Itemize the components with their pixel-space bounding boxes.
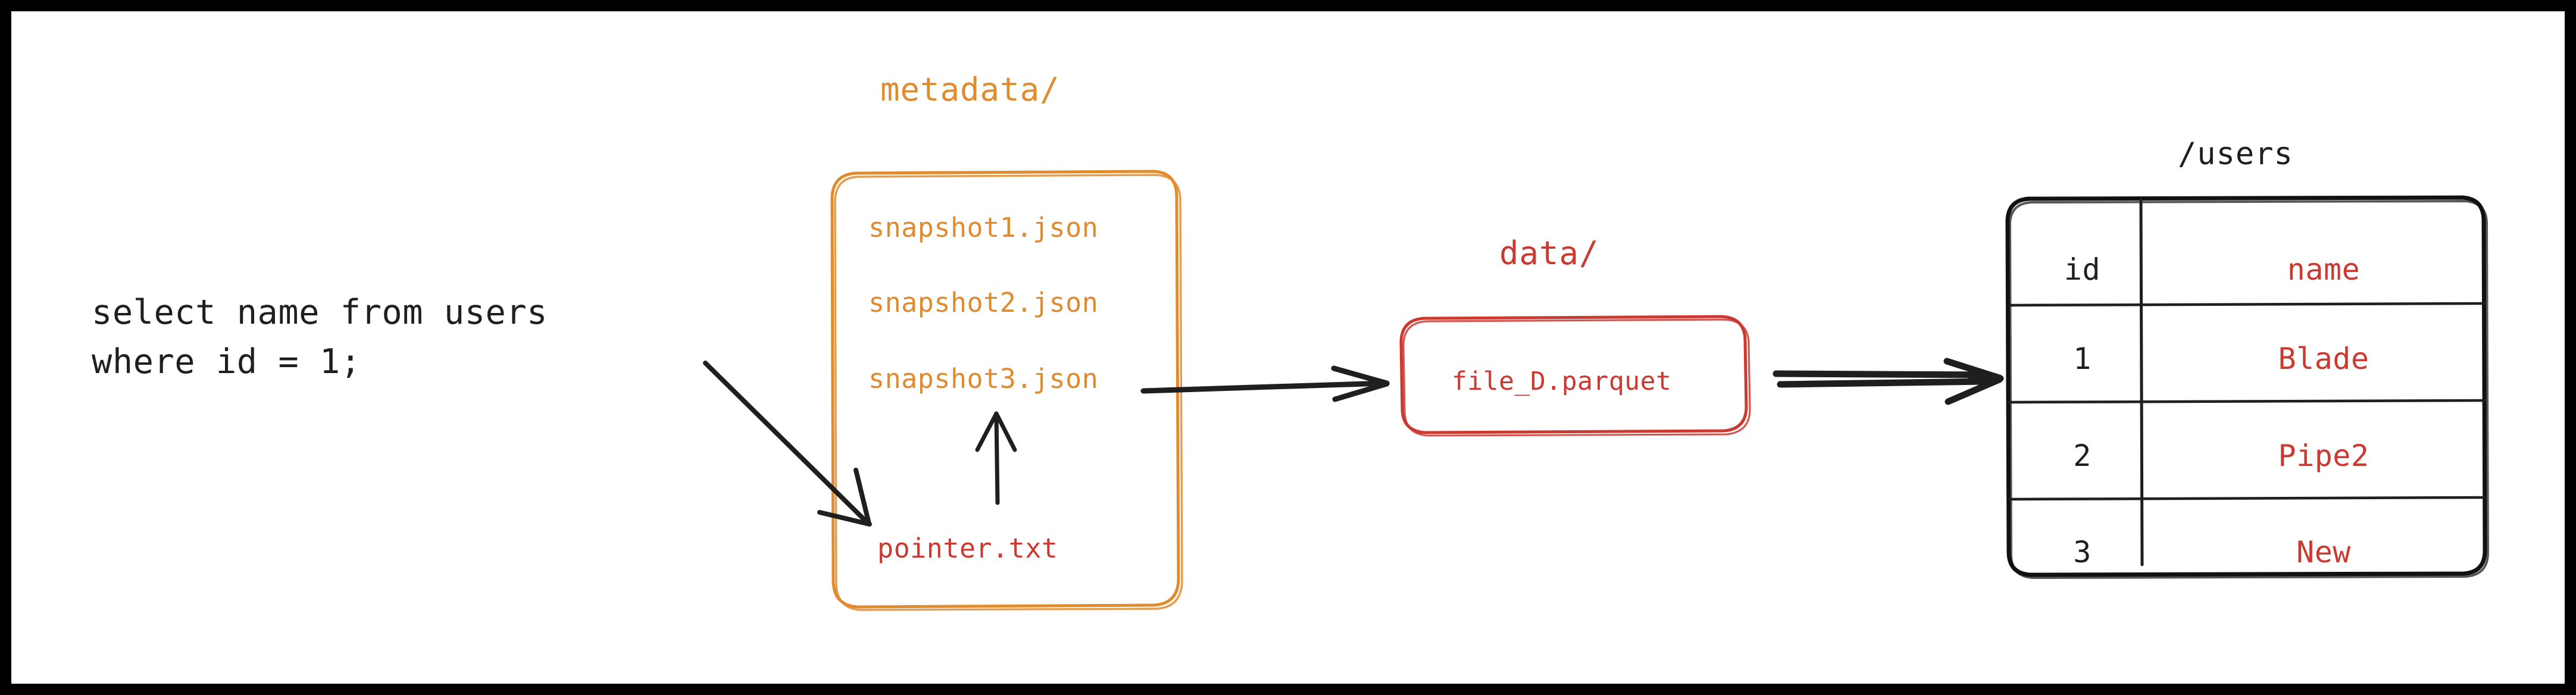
arrow-query-to-pointer bbox=[703, 361, 872, 527]
arrow-pointer-to-snapshot3 bbox=[975, 411, 1017, 505]
table-row: Blade bbox=[2278, 342, 2369, 376]
file-snapshot1-json[interactable]: snapshot1.json bbox=[868, 212, 1099, 243]
table-row: 3 bbox=[2073, 535, 2092, 569]
table-row: New bbox=[2296, 535, 2351, 569]
arrow-parquet-to-users bbox=[1772, 358, 2004, 405]
file-pointer-txt[interactable]: pointer.txt bbox=[877, 533, 1058, 564]
file-file-d-parquet[interactable]: file_D.parquet bbox=[1452, 367, 1672, 396]
diagram-canvas: select name from users where id = 1; met… bbox=[11, 11, 2565, 684]
sql-query-line-1: select name from users bbox=[92, 293, 548, 332]
table-row: 2 bbox=[2073, 439, 2092, 473]
table-header-name: name bbox=[2287, 252, 2361, 287]
table-header-id: id bbox=[2064, 252, 2101, 287]
file-snapshot3-json[interactable]: snapshot3.json bbox=[868, 363, 1099, 395]
users-table-label: /users bbox=[2178, 136, 2293, 172]
sql-query-line-2: where id = 1; bbox=[92, 342, 361, 381]
data-dir-label: data/ bbox=[1499, 234, 1599, 272]
arrow-snapshot3-to-parquet bbox=[1140, 365, 1390, 402]
table-row: 1 bbox=[2073, 342, 2092, 376]
file-snapshot2-json[interactable]: snapshot2.json bbox=[868, 287, 1099, 318]
sql-query-text: select name from users where id = 1; bbox=[92, 288, 548, 386]
metadata-dir-label: metadata/ bbox=[880, 71, 1060, 108]
table-row: Pipe2 bbox=[2278, 439, 2369, 473]
